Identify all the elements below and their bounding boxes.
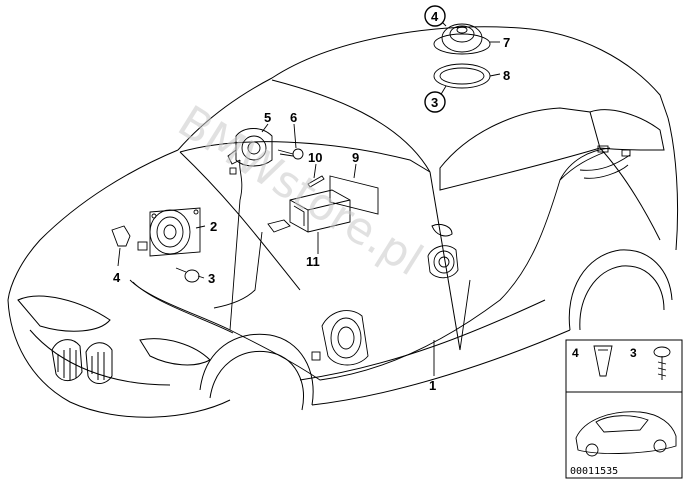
callout-4-top: 4 xyxy=(431,9,439,24)
callout-6: 6 xyxy=(290,110,297,125)
callout-5: 5 xyxy=(264,110,271,125)
legend-label-3: 3 xyxy=(630,346,637,360)
callout-11: 11 xyxy=(306,254,320,269)
legend-label-4: 4 xyxy=(572,346,579,360)
callout-3-top-circle xyxy=(424,91,446,113)
callout-labels: 1 2 3 4 5 6 10 9 11 7 8 4 3 xyxy=(113,5,510,393)
callout-4-front: 4 xyxy=(113,270,121,285)
connector-small xyxy=(137,241,148,251)
door-speaker xyxy=(311,310,369,366)
holder-10 xyxy=(307,175,325,188)
front-speaker xyxy=(149,207,201,257)
callout-7: 7 xyxy=(503,35,510,50)
nut-3 xyxy=(175,267,200,283)
callout-3-front: 3 xyxy=(208,271,215,286)
speaker-ring xyxy=(433,63,491,89)
watermark-text: BMWstore.pl xyxy=(169,96,431,286)
legend-screw-icon xyxy=(653,346,671,380)
rear-side-speaker xyxy=(427,245,459,279)
wiring-harness xyxy=(129,145,631,381)
connector-block xyxy=(267,219,291,233)
legend-clip-icon xyxy=(593,345,613,377)
callout-4-top-circle xyxy=(424,5,446,27)
legend-part-number: 00011535 xyxy=(570,466,618,477)
callout-9: 9 xyxy=(352,150,359,165)
callout-1: 1 xyxy=(429,378,436,393)
clip-4 xyxy=(111,225,131,247)
screw-6 xyxy=(277,148,304,160)
top-speaker xyxy=(433,23,491,55)
card-9 xyxy=(329,175,379,215)
legend-box: 4 3 00011535 xyxy=(565,339,683,479)
tweeter xyxy=(227,128,273,175)
callout-2: 2 xyxy=(210,219,217,234)
callout-8: 8 xyxy=(503,68,510,83)
legend-car-thumbnail xyxy=(575,411,677,457)
car-body xyxy=(7,26,679,418)
callout-3-top: 3 xyxy=(431,95,438,110)
callout-10: 10 xyxy=(308,150,322,165)
